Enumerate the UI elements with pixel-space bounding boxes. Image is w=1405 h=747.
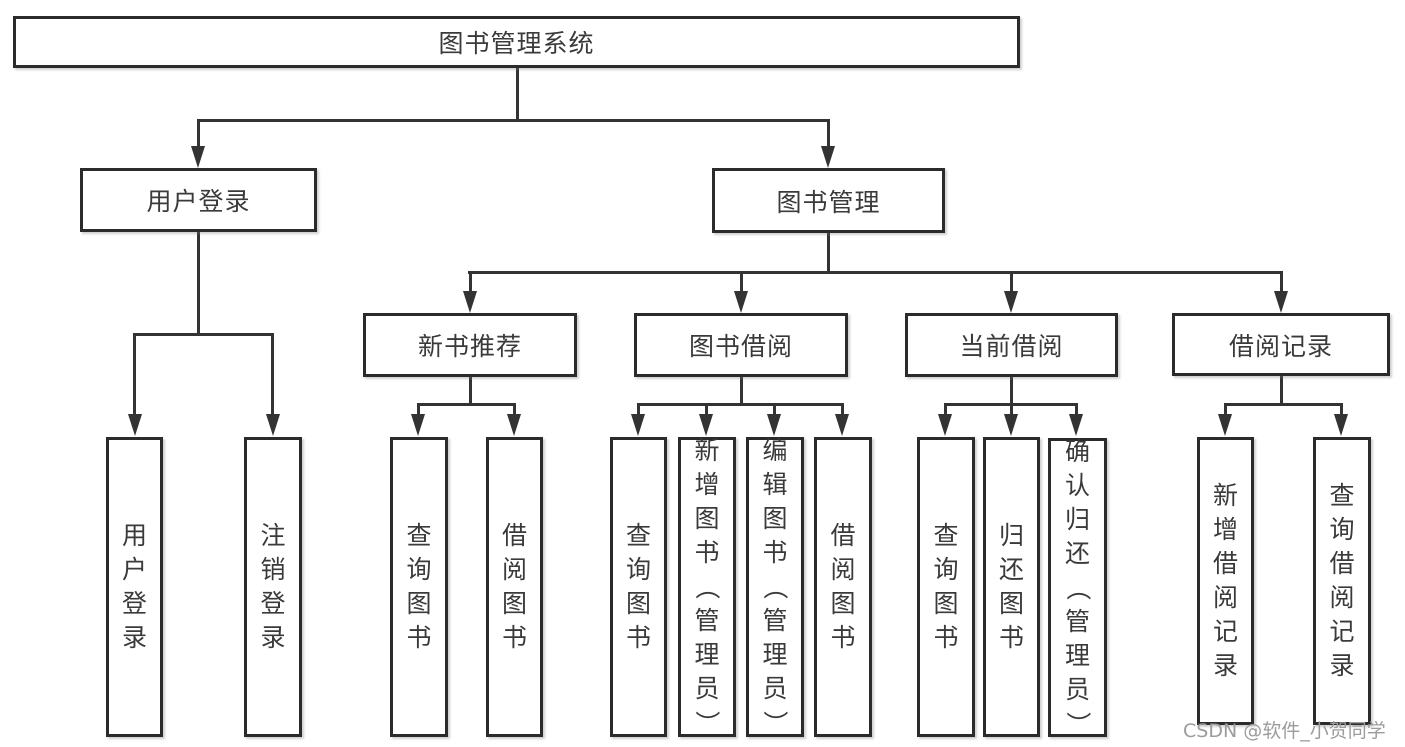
connector-line [469, 271, 472, 295]
connector-line [1224, 403, 1343, 406]
connector-line [197, 232, 200, 336]
connector-line [516, 68, 519, 121]
arrow-down-icon [128, 414, 142, 436]
node-label: 注销登录 [260, 521, 286, 652]
connector-line [1340, 403, 1343, 417]
connector-line [1010, 376, 1013, 406]
arrow-down-icon [266, 414, 280, 436]
node-root-system: 图书管理系统 [13, 16, 1020, 68]
leaf-edit-book-admin: 编辑图书（管理员） [746, 436, 804, 737]
arrow-down-icon [1004, 291, 1018, 313]
arrow-down-icon [1069, 414, 1083, 436]
connector-line [637, 403, 844, 406]
node-label: 图书借阅 [688, 332, 793, 361]
connector-line [469, 376, 472, 406]
connector-line [1010, 403, 1013, 417]
node-label: 归还图书 [998, 521, 1024, 652]
leaf-return-books: 归还图书 [983, 437, 1040, 737]
arrow-down-icon [631, 414, 645, 436]
node-label: 图书管理系统 [438, 29, 595, 58]
leaf-borrow-books-1: 借阅图书 [486, 437, 543, 737]
leaf-query-books-2: 查询图书 [610, 437, 667, 737]
connector-line [827, 119, 830, 150]
node-book-management: 图书管理 [712, 168, 945, 233]
leaf-add-borrow-record: 新增借阅记录 [1197, 437, 1254, 725]
connector-line [133, 333, 136, 416]
arrow-down-icon [1274, 291, 1288, 313]
leaf-logout: 注销登录 [244, 437, 302, 737]
connector-line [197, 119, 200, 150]
connector-line [740, 376, 743, 406]
arrow-down-icon [1004, 414, 1018, 436]
leaf-confirm-return-admin: 确认归还（管理员） [1048, 437, 1107, 737]
node-label: 用户登录 [121, 521, 147, 652]
arrow-down-icon [938, 414, 952, 436]
arrow-down-icon [1334, 414, 1348, 436]
connector-line [637, 403, 640, 417]
connector-line [1224, 403, 1227, 417]
node-book-borrowing: 图书借阅 [634, 313, 848, 377]
node-label: 确认归还（管理员） [1063, 436, 1093, 737]
connector-line [133, 333, 274, 336]
arrow-down-icon [767, 414, 781, 436]
node-label: 编辑图书（管理员） [760, 436, 790, 736]
arrow-down-icon [411, 414, 425, 436]
connector-line [1280, 375, 1283, 406]
arrow-down-icon [1218, 414, 1232, 436]
arrow-down-icon [191, 146, 205, 168]
csdn-watermark: CSDN @软件_小贺同学 [1183, 720, 1386, 742]
node-label: 新增图书（管理员） [692, 436, 722, 736]
connector-line [1010, 271, 1013, 295]
arrow-down-icon [463, 291, 477, 313]
arrow-down-icon [699, 414, 713, 436]
connector-line [197, 119, 830, 122]
connector-line [827, 232, 830, 274]
leaf-borrow-books-2: 借阅图书 [814, 437, 872, 737]
node-label: 用户登录 [146, 187, 251, 216]
node-new-book-recommend: 新书推荐 [363, 313, 577, 377]
connector-line [705, 403, 708, 417]
arrow-down-icon [821, 146, 835, 168]
node-label: 查询借阅记录 [1329, 481, 1355, 680]
connector-line [1280, 271, 1283, 295]
connector-line [513, 403, 516, 417]
node-label: 借阅记录 [1228, 331, 1333, 361]
arrow-down-icon [734, 291, 748, 313]
node-label: 新增借阅记录 [1212, 481, 1238, 680]
connector-line [468, 271, 1283, 274]
connector-line [773, 403, 776, 417]
connector-line [417, 403, 420, 417]
arrow-down-icon [835, 414, 849, 436]
node-label: 图书管理 [776, 187, 881, 217]
node-label: 查询图书 [933, 521, 959, 652]
node-label: 查询图书 [406, 521, 432, 652]
node-label: 当前借阅 [959, 332, 1064, 361]
leaf-add-book-admin: 新增图书（管理员） [678, 436, 736, 737]
connector-line [740, 271, 743, 295]
arrow-down-icon [507, 414, 521, 436]
connector-line [841, 403, 844, 417]
leaf-user-login: 用户登录 [106, 437, 163, 737]
connector-line [944, 403, 947, 417]
node-current-borrowing: 当前借阅 [905, 313, 1118, 377]
connector-line [417, 403, 516, 406]
node-label: 借阅图书 [830, 521, 856, 652]
node-label: 借阅图书 [501, 521, 527, 652]
node-borrowing-records: 借阅记录 [1172, 313, 1390, 376]
connector-line [1075, 403, 1078, 417]
leaf-query-borrow-record: 查询借阅记录 [1313, 437, 1371, 725]
node-label: 查询图书 [625, 521, 651, 652]
connector-line [271, 333, 274, 416]
leaf-query-books-3: 查询图书 [917, 437, 975, 737]
node-user-login: 用户登录 [80, 168, 317, 232]
node-label: 新书推荐 [417, 332, 522, 361]
leaf-query-books-1: 查询图书 [390, 437, 448, 737]
